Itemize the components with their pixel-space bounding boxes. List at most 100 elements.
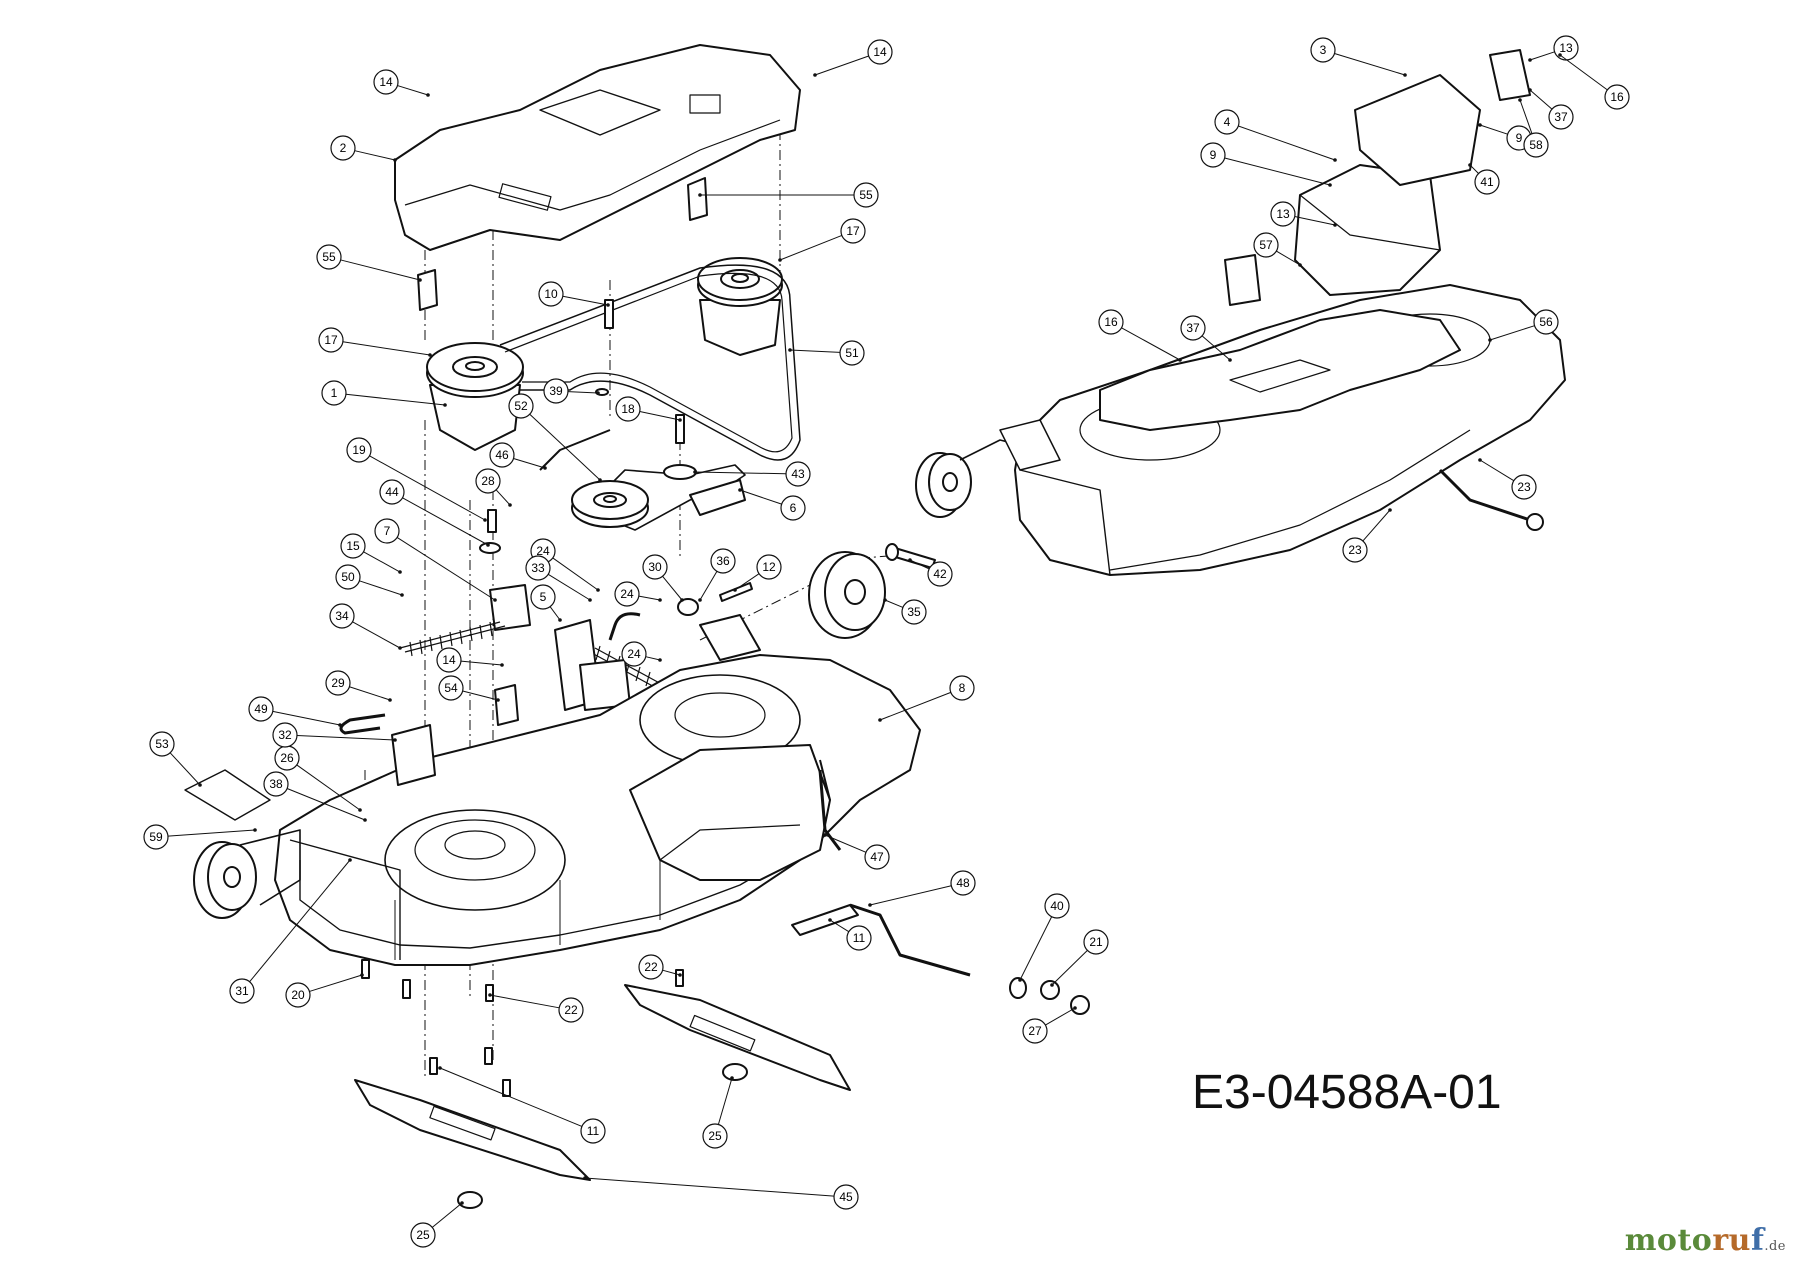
- blade-nut-25a: [457, 1191, 483, 1209]
- callout-15: 15: [340, 533, 402, 574]
- callout-leader-tip: [738, 488, 742, 492]
- callout-34: 34: [329, 603, 402, 650]
- callout-39: 39: [543, 378, 600, 404]
- callout-circle: [1604, 84, 1630, 110]
- callout-46: 46: [489, 442, 547, 470]
- assembled-front-apron: [999, 419, 1061, 471]
- callout-leader-tip: [486, 543, 490, 547]
- callout-58: 58: [1518, 98, 1549, 158]
- callout-number: 17: [324, 333, 338, 347]
- callout-circle: [543, 378, 569, 404]
- callout-leader-tip: [788, 348, 792, 352]
- callout-leader-tip: [868, 903, 872, 907]
- callout-56: 56: [1488, 309, 1559, 342]
- callout-leader-tip: [483, 518, 487, 522]
- callout-leader-tip: [596, 391, 600, 395]
- callout-leader-tip: [393, 738, 397, 742]
- tension-spring: [399, 621, 506, 657]
- gauge-wheel-35: [808, 551, 886, 639]
- callout-17: 17: [778, 218, 866, 262]
- callout-leader-line: [460, 660, 503, 666]
- callout-number: 31: [235, 984, 249, 998]
- callout-number: 16: [1610, 90, 1624, 104]
- callout-number: 30: [648, 560, 662, 574]
- callout-leader-line: [1238, 125, 1336, 161]
- callout-13: 13: [1270, 201, 1337, 227]
- callout-number: 28: [481, 474, 495, 488]
- callout-38: 38: [263, 771, 367, 822]
- callout-circle: [853, 182, 879, 208]
- callout-leader-line: [342, 341, 431, 356]
- callout-circle: [950, 870, 976, 896]
- callout-circle: [316, 244, 342, 270]
- idler-pulley: [571, 464, 746, 531]
- callout-number: 29: [331, 676, 345, 690]
- callout-circle: [373, 69, 399, 95]
- callout-leader-line: [169, 752, 201, 786]
- callout-circle: [1253, 232, 1279, 258]
- callout-leader-tip: [1518, 98, 1522, 102]
- callout-3: 3: [1310, 37, 1407, 77]
- callout-leader-tip: [878, 718, 882, 722]
- callout-6: 6: [738, 488, 806, 521]
- callout-5: 5: [530, 584, 562, 622]
- callout-leader-line: [495, 489, 511, 506]
- callout-number: 24: [620, 587, 634, 601]
- callout-circle: [346, 437, 372, 463]
- callout-leader-tip: [813, 73, 817, 77]
- callout-29: 29: [325, 670, 392, 702]
- bolt-11a: [429, 1057, 438, 1075]
- callout-leader-tip: [398, 646, 402, 650]
- callout-23: 23: [1342, 508, 1392, 563]
- callout-leader-tip: [1333, 158, 1337, 162]
- callout-circle: [1022, 1018, 1048, 1044]
- callout-7: 7: [374, 518, 497, 602]
- callout-leader-tip: [1478, 458, 1482, 462]
- callout-circle: [530, 584, 556, 610]
- callout-circle: [436, 647, 462, 673]
- callout-circle: [840, 218, 866, 244]
- callout-number: 24: [536, 544, 550, 558]
- callout-14: 14: [813, 39, 893, 77]
- callout-number: 9: [1210, 148, 1217, 162]
- callout-leader-line: [296, 764, 361, 811]
- callout-11: 11: [438, 1066, 606, 1144]
- blade-nut-25b: [722, 1063, 748, 1081]
- callout-leader-line: [829, 919, 850, 933]
- callout-circle: [756, 554, 782, 580]
- callout-leader-tip: [598, 478, 602, 482]
- callout-25: 25: [410, 1201, 464, 1248]
- callout-leader-tip: [596, 588, 600, 592]
- callout-leader-tip: [678, 418, 682, 422]
- assembled-discharge-chute: [1294, 74, 1481, 296]
- callout-number: 41: [1480, 175, 1494, 189]
- callout-leader-line: [734, 573, 760, 591]
- callout-leader-tip: [588, 598, 592, 602]
- bolt-22: [485, 984, 494, 1002]
- callout-21: 21: [1050, 929, 1109, 987]
- bolt-22b: [675, 969, 684, 987]
- callout-leader-line: [1334, 53, 1406, 76]
- right-assembled-deck: [915, 49, 1566, 576]
- callout-1: 1: [321, 380, 447, 407]
- callout-leader-line: [789, 349, 841, 353]
- belt-cover: [394, 44, 801, 251]
- callout-circle: [614, 581, 640, 607]
- mower-blade-left: [354, 1079, 591, 1181]
- callout-9: 9: [1478, 123, 1532, 151]
- callout-leader-line: [529, 413, 601, 481]
- callout-number: 1: [331, 386, 338, 400]
- callout-8: 8: [878, 675, 975, 722]
- callout-30: 30: [642, 554, 684, 602]
- callout-leader-tip: [678, 973, 682, 977]
- callout-leader-tip: [348, 858, 352, 862]
- callout-number: 56: [1539, 315, 1553, 329]
- callout-13: 13: [1528, 35, 1579, 62]
- nut-27: [1070, 995, 1090, 1015]
- callout-leader-line: [1519, 99, 1533, 134]
- callout-28: 28: [475, 468, 512, 507]
- callout-leader-tip: [658, 598, 662, 602]
- callout-leader-line: [272, 710, 341, 726]
- callout-leader-line: [1201, 335, 1231, 361]
- callout-circle: [1474, 169, 1500, 195]
